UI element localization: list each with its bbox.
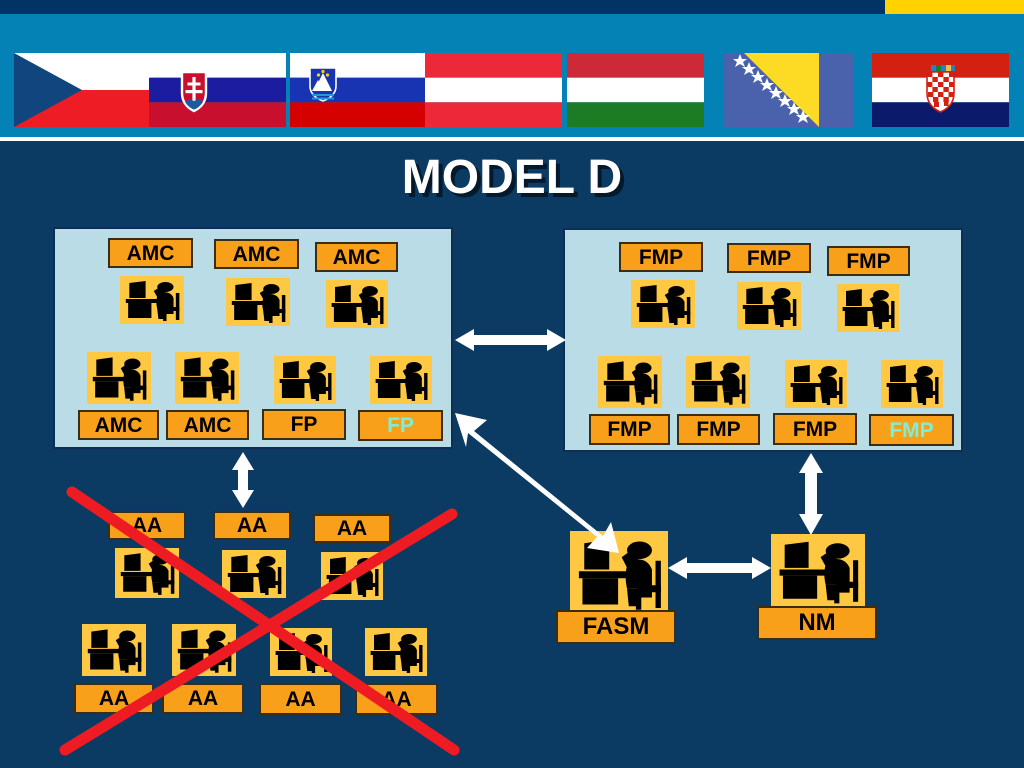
worker-desk-icon [785,360,847,408]
czech-republic-flag [14,53,151,127]
right-panel-top-label-3[interactable]: FMP [827,246,910,276]
left-panel-bottom-label-2[interactable]: AMC [166,410,249,440]
worker-desk-icon [686,356,750,408]
right-panel-top-label-1[interactable]: FMP [619,242,703,272]
flag-band [0,14,1024,137]
right-panel-bottom-label-3[interactable]: FMP [773,413,857,445]
aa-group-top-label-2[interactable]: AA [213,511,291,540]
austria-flag [425,53,562,127]
hungary-flag [567,53,704,127]
worker-desk-icon [226,278,290,326]
left-panel-top-label-3[interactable]: AMC [315,242,398,272]
worker-desk-icon [321,552,383,600]
connector-fasm-to-nm [668,557,771,579]
slovenia-flag [290,53,427,127]
worker-desk-icon [365,628,427,676]
aa-group-bottom-label-4[interactable]: AA [355,683,438,715]
aa-group-bottom-label-1[interactable]: AA [74,683,154,714]
worker-desk-icon [370,356,432,404]
worker-desk-icon [115,548,179,598]
left-panel-top-label-2[interactable]: AMC [214,239,299,269]
worker-desk-icon [175,352,239,404]
worker-desk-icon [631,280,695,328]
bosnia-herzegovina-flag [724,53,854,127]
right-panel-bottom-label-1[interactable]: FMP [589,414,670,445]
fasm-label[interactable]: FASM [556,610,676,644]
worker-desk-icon [881,360,943,408]
top-strip-yellow-accent [885,0,1024,14]
worker-desk-icon [222,550,286,598]
right-panel-bottom-label-2[interactable]: FMP [677,414,760,445]
fasm-worker-desk-icon [570,531,668,615]
worker-desk-icon [270,628,332,676]
nm-label[interactable]: NM [757,606,877,640]
nm-worker-desk-icon [771,534,865,608]
connector-right-panel-to-nm [799,453,823,535]
right-panel-bottom-label-4[interactable]: FMP [869,414,954,446]
connector-left-panel-to-right-panel [455,329,566,351]
worker-desk-icon [87,352,151,404]
worker-desk-icon [837,284,899,332]
right-panel-top-label-2[interactable]: FMP [727,243,811,273]
croatia-flag [872,53,1009,127]
aa-group-bottom-label-3[interactable]: AA [259,683,342,715]
left-panel-bottom-label-4[interactable]: FP [358,410,443,441]
worker-desk-icon [737,282,801,330]
worker-desk-icon [326,280,388,328]
aa-group-top-label-1[interactable]: AA [108,511,186,540]
connector-left-panel-to-aa-group [232,452,254,508]
page-title: MODEL D [401,151,623,204]
left-panel-bottom-label-1[interactable]: AMC [78,410,159,440]
aa-group-bottom-label-2[interactable]: AA [162,683,244,714]
worker-desk-icon [598,356,662,408]
worker-desk-icon [120,276,184,324]
worker-desk-icon [172,624,236,676]
worker-desk-icon [82,624,146,676]
slovakia-flag [149,53,286,127]
worker-desk-icon [274,356,336,404]
left-panel-bottom-label-3[interactable]: FP [262,409,346,440]
flag-band-underline [0,137,1024,141]
aa-group-top-label-3[interactable]: AA [313,514,391,543]
left-panel-top-label-1[interactable]: AMC [108,238,193,268]
top-strip-dark [0,0,1024,14]
